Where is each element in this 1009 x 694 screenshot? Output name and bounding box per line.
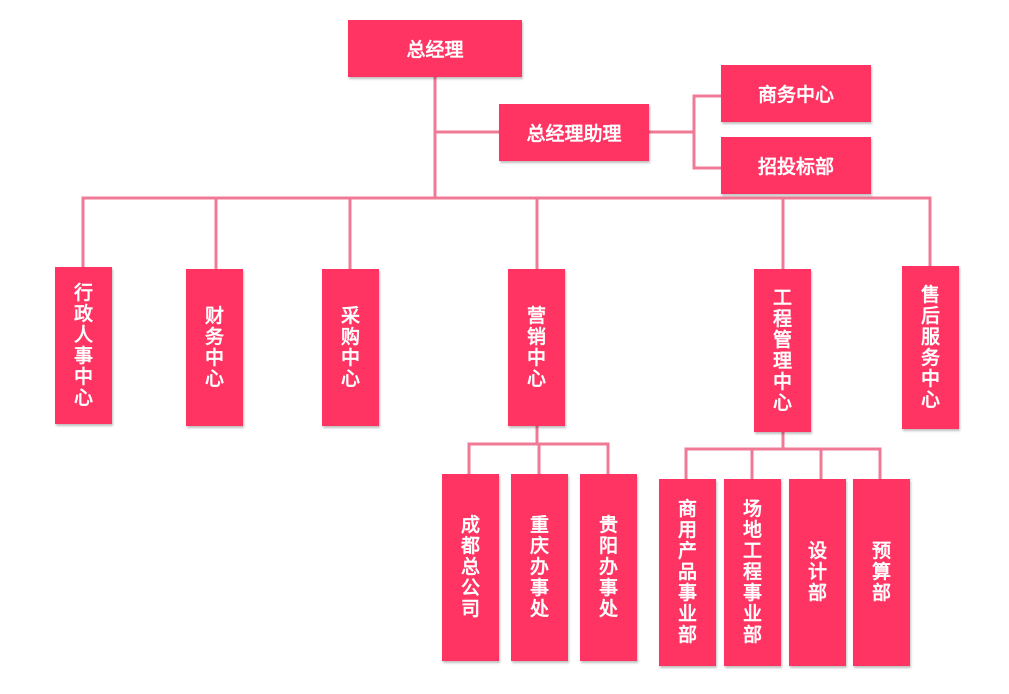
node-label: 总经理 — [406, 39, 464, 61]
node-label: 重庆办事处 — [530, 514, 550, 620]
node-label: 采购中心 — [341, 304, 361, 390]
node-purchasing-center: 采购中心 — [322, 269, 379, 426]
node-label: 设计部 — [808, 540, 828, 604]
node-design-dept: 设计部 — [789, 479, 846, 666]
node-label: 商用产品事业部 — [678, 498, 698, 646]
node-label: 工程管理中心 — [773, 286, 793, 414]
node-marketing-center: 营销中心 — [508, 269, 565, 426]
node-venue-engineering-division: 场地工程事业部 — [724, 479, 781, 666]
node-after-sales-center: 售后服务中心 — [902, 266, 959, 429]
node-gm-assistant: 总经理助理 — [499, 104, 649, 161]
node-chengdu-hq: 成都总公司 — [442, 474, 499, 661]
node-label: 售后服务中心 — [921, 283, 941, 411]
node-engineering-center: 工程管理中心 — [754, 269, 811, 432]
node-budget-dept: 预算部 — [853, 479, 910, 666]
node-admin-hr-center: 行政人事中心 — [55, 267, 112, 424]
node-guiyang-office: 贵阳办事处 — [580, 474, 637, 661]
node-label: 场地工程事业部 — [743, 498, 763, 646]
node-label: 总经理助理 — [526, 123, 622, 145]
node-label: 预算部 — [872, 540, 892, 604]
node-label: 贵阳办事处 — [599, 514, 619, 620]
node-business-center: 商务中心 — [721, 65, 871, 122]
node-label: 成都总公司 — [461, 514, 481, 620]
node-chongqing-office: 重庆办事处 — [511, 474, 568, 661]
node-label: 行政人事中心 — [74, 281, 94, 409]
node-bidding-dept: 招投标部 — [721, 137, 871, 194]
node-commercial-products-division: 商用产品事业部 — [659, 479, 716, 666]
node-label: 营销中心 — [527, 304, 547, 390]
node-general-manager: 总经理 — [348, 20, 522, 77]
node-label: 财务中心 — [205, 304, 225, 390]
node-label: 商务中心 — [757, 84, 834, 106]
node-label: 招投标部 — [757, 156, 834, 178]
node-finance-center: 财务中心 — [186, 269, 243, 426]
